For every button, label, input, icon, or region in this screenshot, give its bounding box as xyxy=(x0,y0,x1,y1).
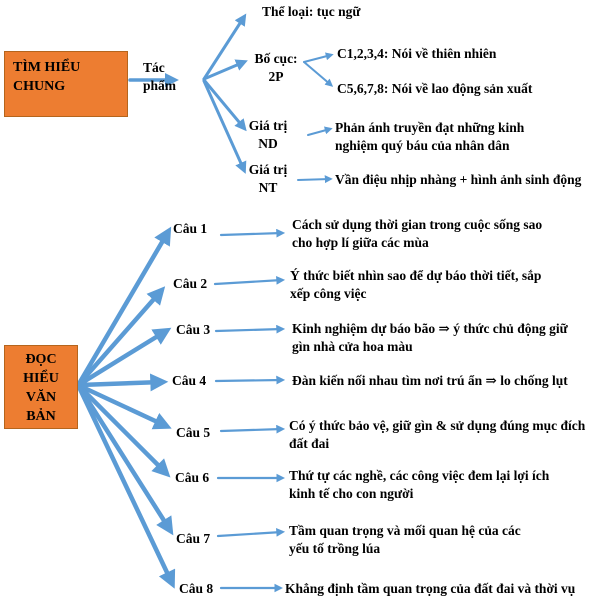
arrow-work-to-genre xyxy=(202,13,247,81)
arrow-box-to-cau2 xyxy=(77,286,166,386)
arrow-work-to-art-value xyxy=(202,79,247,174)
cau-5-text-line1: Có ý thức bảo vệ, giữ gìn & sử dụng đúng… xyxy=(289,418,586,433)
arrow-content-to-text xyxy=(307,126,333,136)
genre-text: Thể loại: tục ngữ xyxy=(262,4,361,19)
art-value-line1: Giá trị xyxy=(248,162,288,177)
part1-text: C1,2,3,4: Nói về thiên nhiên xyxy=(337,46,497,61)
cau-7-text-line1: Tầm quan trọng và mối quan hệ của các xyxy=(289,523,521,538)
cau-8-label: Câu 8 xyxy=(179,581,214,596)
cau-7-text-line2: yếu tố trồng lúa xyxy=(289,541,381,556)
art-value-node: Giá trị NT xyxy=(240,161,296,197)
cau-6-text-line1: Thứ tự các nghề, các công việc đem lại l… xyxy=(289,468,550,483)
doc-hieu-line1: ĐỌC xyxy=(25,352,57,367)
content-value-text-line1: Phản ánh truyền đạt những kinh xyxy=(335,120,525,135)
arrow-box-to-cau5 xyxy=(77,383,172,430)
arrow-cau3-to-text xyxy=(214,324,286,334)
arrow-work-to-content-value xyxy=(202,78,247,132)
work-node-line2: phẩm xyxy=(143,78,177,93)
cau-6-label: Câu 6 xyxy=(175,470,210,485)
structure-node-line2: 2P xyxy=(268,69,284,84)
cau-3-text: Kinh nghiệm dự báo bão ⇒ ý thức chủ động… xyxy=(292,320,568,356)
structure-node: Bố cục: 2P xyxy=(247,50,305,86)
tim-hieu-chung-line2: CHUNG xyxy=(13,79,66,94)
arrow-work-to-structure xyxy=(202,59,248,81)
arrow-cau7-to-text xyxy=(216,527,286,538)
doc-hieu-van-ban-box: ĐỌC HIỂU VĂN BẢN xyxy=(4,345,78,429)
cau-1-label: Câu 1 xyxy=(173,221,208,236)
tim-hieu-chung-line1: TÌM HIỂU xyxy=(13,60,81,75)
cau-2-label: Câu 2 xyxy=(173,276,208,291)
cau-4-text: Đàn kiến nối nhau tìm nơi trú ẩn ⇒ lo ch… xyxy=(292,372,568,390)
content-value-line1: Giá trị xyxy=(248,118,288,133)
cau-7-label: Câu 7 xyxy=(176,531,211,546)
arrow-cau1-to-text xyxy=(219,228,286,238)
art-value-line2: NT xyxy=(258,180,278,195)
cau-8-text: Khẳng định tầm quan trọng của đất đai và… xyxy=(285,580,575,598)
arrow-box-to-cau4 xyxy=(77,373,169,392)
cau-3-text-line2: gìn nhà cửa hoa màu xyxy=(292,339,413,354)
arrow-cau5-to-text xyxy=(219,424,286,434)
cau-7-text: Tầm quan trọng và mối quan hệ của các yế… xyxy=(289,522,521,558)
arrow-cau4-to-text xyxy=(214,375,286,385)
arrow-box-to-cau1 xyxy=(77,226,172,385)
cau-4-label: Câu 4 xyxy=(172,373,207,388)
arrow-structure-to-part2 xyxy=(303,61,334,87)
arrow-box-to-cau8 xyxy=(77,386,176,589)
cau-5-text: Có ý thức bảo vệ, giữ gìn & sử dụng đúng… xyxy=(289,417,585,453)
cau-3-text-line1: Kinh nghiệm dự báo bão ⇒ ý thức chủ động… xyxy=(292,321,568,336)
structure-node-line1: Bố cục: xyxy=(254,51,298,66)
content-value-text: Phản ánh truyền đạt những kinh nghiệm qu… xyxy=(335,119,524,155)
arrow-cau2-to-text xyxy=(213,275,286,286)
arrow-art-to-text xyxy=(297,175,333,184)
cau-8-text-line1: Khẳng định tầm quan trọng của đất đai và… xyxy=(285,581,576,596)
doc-hieu-line2: HIỂU xyxy=(23,371,59,386)
part2-text: C5,6,7,8: Nói về lao động sản xuất xyxy=(337,81,533,96)
tim-hieu-chung-box: TÌM HIỂU CHUNG xyxy=(4,51,128,117)
arrow-box-to-cau7 xyxy=(77,385,174,536)
cau-3-label: Câu 3 xyxy=(176,322,211,337)
arrow-box-to-cau3 xyxy=(77,327,172,387)
cau-6-text-line2: kinh tế cho con người xyxy=(289,486,414,501)
cau-4-text-line1: Đàn kiến nối nhau tìm nơi trú ẩn ⇒ lo ch… xyxy=(292,373,568,388)
content-value-text-line2: nghiệm quý báu của nhân dân xyxy=(335,138,510,153)
arrow-structure-to-part1 xyxy=(303,52,334,63)
art-value-text: Vần điệu nhịp nhàng + hình ảnh sinh động xyxy=(335,172,582,187)
doc-hieu-line4: BẢN xyxy=(26,409,56,424)
work-node-line1: Tác xyxy=(143,60,165,75)
arrow-box-to-cau6 xyxy=(77,384,171,478)
cau-1-text: Cách sử dụng thời gian trong cuộc sống s… xyxy=(292,216,542,252)
work-node: Tác phẩm xyxy=(143,59,176,95)
cau-2-text-line2: xếp công việc xyxy=(290,286,367,301)
cau-1-text-line1: Cách sử dụng thời gian trong cuộc sống s… xyxy=(292,217,543,232)
doc-hieu-line3: VĂN xyxy=(25,390,57,405)
cau-2-text: Ý thức biết nhìn sao để dự báo thời tiết… xyxy=(290,267,541,303)
cau-1-text-line2: cho hợp lí giữa các mùa xyxy=(292,235,429,250)
cau-6-text: Thứ tự các nghề, các công việc đem lại l… xyxy=(289,467,549,503)
content-value-node: Giá trị ND xyxy=(240,117,296,153)
cau-5-label: Câu 5 xyxy=(176,425,211,440)
cau-5-text-line2: đất đai xyxy=(289,436,330,451)
cau-2-text-line1: Ý thức biết nhìn sao để dự báo thời tiết… xyxy=(290,268,542,283)
content-value-line2: ND xyxy=(258,136,278,151)
